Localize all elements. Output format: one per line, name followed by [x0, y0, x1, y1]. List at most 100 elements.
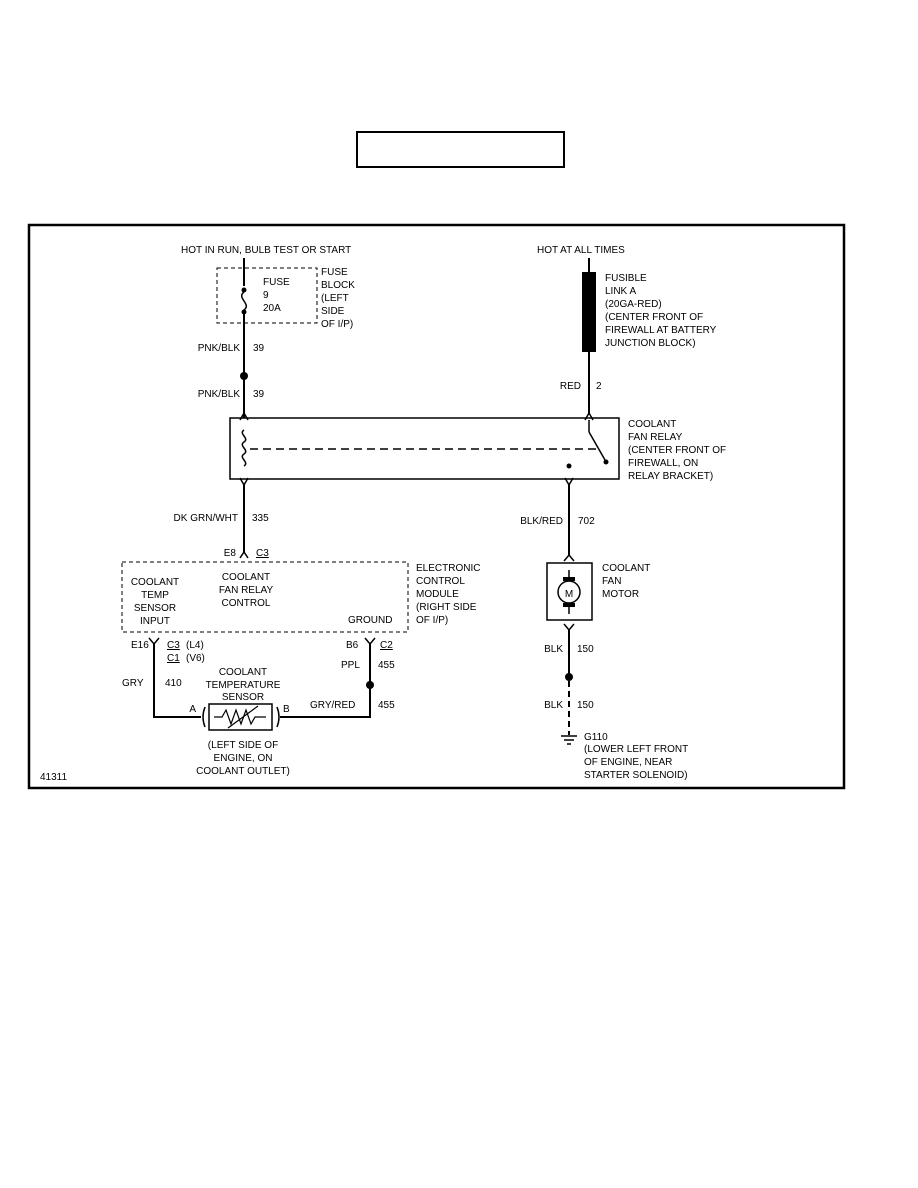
sensor-location-line2: ENGINE, ON	[214, 753, 273, 764]
ground-line3: OF ENGINE, NEAR	[584, 757, 672, 768]
motor-symbol: M	[565, 589, 573, 600]
pin-e16: E16	[131, 640, 149, 651]
ecm-box	[121, 561, 409, 633]
ecm-input-line2: TEMP	[141, 590, 169, 601]
figure-number: 41311	[40, 772, 68, 783]
ecm-connector-c3: C3	[256, 548, 269, 559]
fusible-link-line3: (20GA-RED)	[605, 299, 662, 310]
ecm-input-line1: COOLANT	[131, 577, 179, 588]
wire-39-lower-color: PNK/BLK	[198, 389, 241, 400]
motor-icon	[557, 580, 581, 604]
ecm-label-line3: MODULE	[416, 589, 459, 600]
fusible-link-line2: LINK A	[605, 286, 636, 297]
sensor-pin-a: A	[189, 704, 196, 715]
diagram-frame	[27, 223, 846, 790]
wire-702-circuit: 702	[578, 516, 595, 527]
sensor-label-line2: TEMPERATURE	[206, 680, 281, 691]
fuse-line1: FUSE	[263, 277, 290, 288]
motor-connector-bottom	[563, 623, 575, 632]
relay-label-line3: (CENTER FRONT OF	[628, 445, 726, 456]
relay-label-line1: COOLANT	[628, 419, 676, 430]
title-box	[356, 131, 565, 168]
relay-connector-right-top	[584, 411, 594, 421]
relay-contact-dot	[566, 463, 572, 469]
wire-gryred-circuit: 455	[378, 700, 395, 711]
motor-brush-top	[563, 577, 575, 581]
wire-335-color: DK GRN/WHT	[174, 513, 238, 524]
wire-410-circuit: 410	[165, 678, 182, 689]
relay-label-line5: RELAY BRACKET)	[628, 471, 713, 482]
sensor-connector-a	[202, 706, 206, 728]
wire-gryred-color: GRY/RED	[310, 700, 355, 711]
sensor-label-line3: SENSOR	[222, 692, 264, 703]
ecm-control-line1: COOLANT	[222, 572, 270, 583]
wire-ppl-circuit: 455	[378, 660, 395, 671]
fuse-line2: 9	[263, 290, 269, 301]
left-supply-label: HOT IN RUN, BULB TEST OR START	[181, 245, 351, 256]
relay-switch-pivot	[603, 459, 609, 465]
ecm-label-line4: (RIGHT SIDE	[416, 602, 477, 613]
wire-150-upper-color: BLK	[544, 644, 563, 655]
relay-label-line2: FAN RELAY	[628, 432, 683, 443]
thermistor-icon	[214, 708, 266, 726]
wire-150-upper-circuit: 150	[577, 644, 594, 655]
ecm-input-line3: SENSOR	[134, 603, 176, 614]
ecm-control-line2: FAN RELAY	[219, 585, 274, 596]
motor-label-line2: FAN	[602, 576, 621, 587]
fuse-terminal-top	[241, 287, 247, 293]
ecm-ground-label: GROUND	[348, 615, 392, 626]
fuse-block-line2: BLOCK	[321, 280, 355, 291]
fuse-line3: 20A	[263, 303, 281, 314]
wire-39-upper-color: PNK/BLK	[198, 343, 241, 354]
splice-150	[565, 673, 573, 681]
ground-line2: (LOWER LEFT FRONT	[584, 744, 688, 755]
wire-702-color: BLK/RED	[520, 516, 563, 527]
relay-box	[229, 417, 620, 480]
ecm-connector-e8	[239, 550, 249, 559]
wire-410-color: GRY	[122, 678, 144, 689]
wire-150-lower-color: BLK	[544, 700, 563, 711]
ground-line1: G110	[584, 732, 608, 743]
pin-e16-c1-note: (V6)	[186, 653, 205, 664]
ecm-control-line3: CONTROL	[222, 598, 271, 609]
wire-150-lower-circuit: 150	[577, 700, 594, 711]
wire-39-lower-circuit: 39	[253, 389, 265, 400]
wire-335-circuit: 335	[252, 513, 269, 524]
wire-455	[280, 644, 371, 718]
ecm-label-line1: ELECTRONIC	[416, 563, 480, 574]
fusible-link-icon	[582, 272, 596, 352]
fusible-link-line1: FUSIBLE	[605, 273, 647, 284]
motor-label-line3: MOTOR	[602, 589, 639, 600]
sensor-pin-b: B	[283, 704, 290, 715]
fusible-link-line4: (CENTER FRONT OF	[605, 312, 703, 323]
fuse-block-line3: (LEFT	[321, 293, 349, 304]
sensor-connector-b	[276, 706, 280, 728]
splice-39	[240, 372, 248, 380]
wire-39-upper-circuit: 39	[253, 343, 265, 354]
connector-b6	[364, 637, 376, 646]
fuse-block-line5: OF I/P)	[321, 319, 353, 330]
motor-brush-bottom	[563, 603, 575, 607]
fuse-block-line4: SIDE	[321, 306, 345, 317]
splice-455	[366, 681, 374, 689]
relay-label-line4: FIREWALL, ON	[628, 458, 698, 469]
pin-e16-c3-note: (L4)	[186, 640, 204, 651]
right-supply-label: HOT AT ALL TIMES	[537, 245, 625, 256]
fusible-link-line6: JUNCTION BLOCK)	[605, 338, 696, 349]
pin-e16-c3: C3	[167, 640, 180, 651]
ecm-pin-e8: E8	[224, 548, 237, 559]
connector-e16	[148, 637, 160, 646]
pin-b6-c2: C2	[380, 640, 393, 651]
wire-2-color: RED	[560, 381, 581, 392]
fan-motor-box	[546, 562, 593, 621]
pin-e16-c1: C1	[167, 653, 180, 664]
motor-connector-top	[563, 553, 575, 562]
relay-coil-icon	[241, 429, 247, 467]
relay-switch-icon	[588, 431, 606, 461]
sensor-body	[208, 703, 273, 731]
relay-connector-left-top	[239, 411, 249, 421]
thermistor-arrow	[227, 705, 259, 729]
fuse-block-line1: FUSE	[321, 267, 348, 278]
wire-410	[153, 644, 201, 718]
